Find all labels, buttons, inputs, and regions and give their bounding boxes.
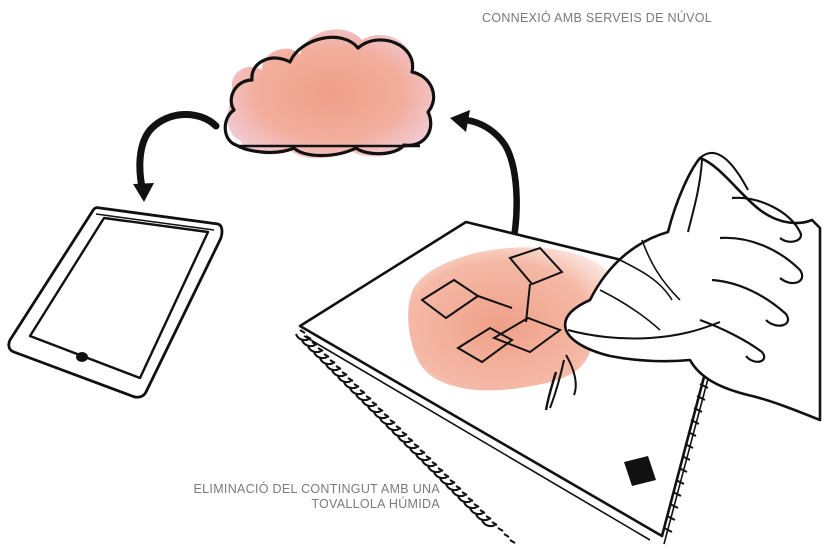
erase-label-line-2: TOVALLOLA HÚMIDA	[311, 497, 440, 511]
notebook-corner-mark	[624, 456, 656, 486]
erase-label-line-1: ELIMINACIÓ DEL CONTINGUT AMB UNA	[193, 482, 440, 496]
smartphone-icon	[7, 206, 224, 399]
spiral-binding	[295, 329, 516, 544]
arrow-cloud-to-phone	[133, 111, 220, 202]
hand-with-towel-icon	[544, 151, 822, 422]
arrow-notebook-to-cloud	[450, 110, 520, 266]
cloud-icon	[223, 29, 436, 159]
erase-content-label: ELIMINACIÓ DEL CONTINGUT AMB UNA TOVALLO…	[140, 482, 440, 512]
cloud-connection-label: CONNEXIÓ AMB SERVEIS DE NÚVOL	[482, 11, 713, 25]
